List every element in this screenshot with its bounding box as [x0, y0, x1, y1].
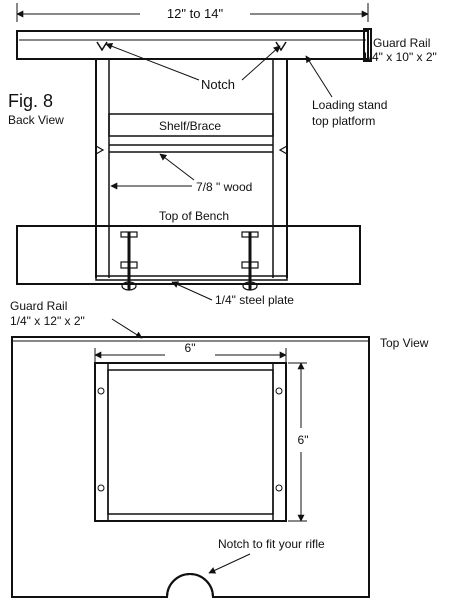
screws	[97, 387, 283, 492]
top-view-label: Top View	[380, 336, 429, 350]
guard-rail-back	[363, 28, 372, 62]
top-of-bench-label: Top of Bench	[159, 209, 229, 223]
upright-right	[272, 59, 288, 278]
shelf-brace	[108, 113, 274, 137]
steel-plate-label: 1/4" steel plate	[215, 293, 294, 307]
loading-stand-label: Loading stand	[312, 98, 387, 112]
guard-rail-top-size: 1/4" x 12" x 2"	[10, 314, 85, 328]
top-width-label: 6"	[185, 341, 196, 355]
inner-frame	[94, 362, 287, 522]
guard-rail-top-label: Guard Rail	[10, 299, 67, 313]
notch-label: Notch	[201, 77, 235, 92]
rail-left	[94, 362, 109, 522]
back-view-label: Back View	[8, 113, 64, 127]
bench-top	[16, 225, 361, 285]
figure-number: Fig. 8	[8, 91, 53, 111]
notch-right	[275, 41, 287, 52]
rifle-notch	[166, 573, 214, 598]
wood-label: 7/8 " wood	[196, 180, 252, 194]
bolt-left	[120, 231, 138, 291]
top-width-dimension: 6"	[94, 341, 287, 362]
notch-left	[96, 41, 108, 52]
bolt-right	[241, 231, 259, 291]
steel-plate	[95, 275, 288, 281]
shelf-brace-label: Shelf/Brace	[159, 119, 221, 133]
top-view-base	[11, 336, 370, 598]
width-dimension: 12" to 14"	[16, 3, 369, 22]
guard-rail-back-size: 1/4" x 10" x 2"	[362, 50, 437, 64]
rail-right	[272, 362, 287, 522]
rifle-notch-label: Notch to fit your rifle	[218, 537, 325, 551]
guard-rail-back-label: Guard Rail	[373, 36, 430, 50]
width-dimension-label: 12" to 14"	[167, 6, 224, 21]
upright-left	[95, 59, 110, 278]
top-platform	[16, 30, 369, 60]
top-height-label: 6"	[298, 433, 309, 447]
top-height-dimension: 6"	[288, 362, 309, 522]
top-platform-label: top platform	[312, 114, 375, 128]
